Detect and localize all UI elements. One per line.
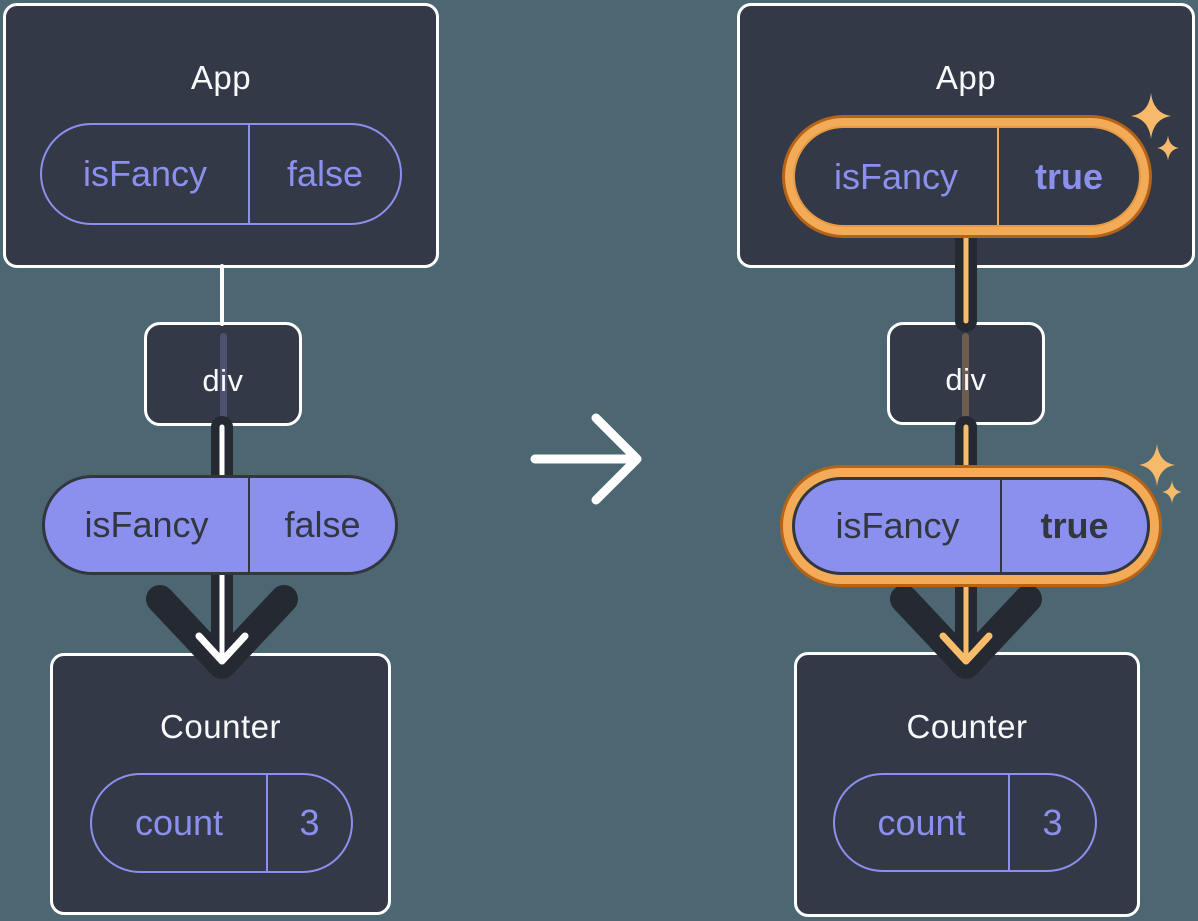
app-prop-pill: isFancy true bbox=[793, 126, 1141, 227]
prop-key: isFancy bbox=[795, 480, 1002, 572]
prop-flow-strip bbox=[220, 333, 227, 419]
prop-key: isFancy bbox=[795, 128, 999, 225]
state-key: count bbox=[835, 775, 1010, 870]
div-title: div bbox=[945, 362, 987, 397]
state-pill: count 3 bbox=[90, 773, 353, 873]
prop-key: isFancy bbox=[45, 478, 250, 572]
state-value: 3 bbox=[299, 802, 320, 843]
state-pill: count 3 bbox=[833, 773, 1097, 872]
state-value: 3 bbox=[1042, 801, 1063, 843]
app-title: App bbox=[190, 59, 252, 96]
prop-value: true bbox=[1034, 155, 1103, 197]
div-card: div bbox=[887, 322, 1045, 425]
state-key: count bbox=[92, 775, 268, 871]
prop-flow-strip bbox=[962, 333, 969, 418]
div-card: div bbox=[144, 322, 302, 426]
app-prop-pill: isFancy false bbox=[40, 123, 402, 225]
prop-key: isFancy bbox=[42, 125, 250, 223]
app-title: App bbox=[935, 59, 997, 96]
div-title: div bbox=[202, 363, 244, 398]
arrow-right-icon bbox=[530, 413, 642, 505]
passed-prop-pill: isFancy true bbox=[792, 477, 1150, 575]
passed-prop-pill: isFancy false bbox=[42, 475, 398, 575]
counter-title: Counter bbox=[906, 708, 1028, 745]
prop-value: false bbox=[286, 153, 364, 194]
prop-value: true bbox=[1040, 505, 1109, 546]
counter-title: Counter bbox=[160, 708, 281, 745]
prop-value: false bbox=[284, 504, 361, 545]
